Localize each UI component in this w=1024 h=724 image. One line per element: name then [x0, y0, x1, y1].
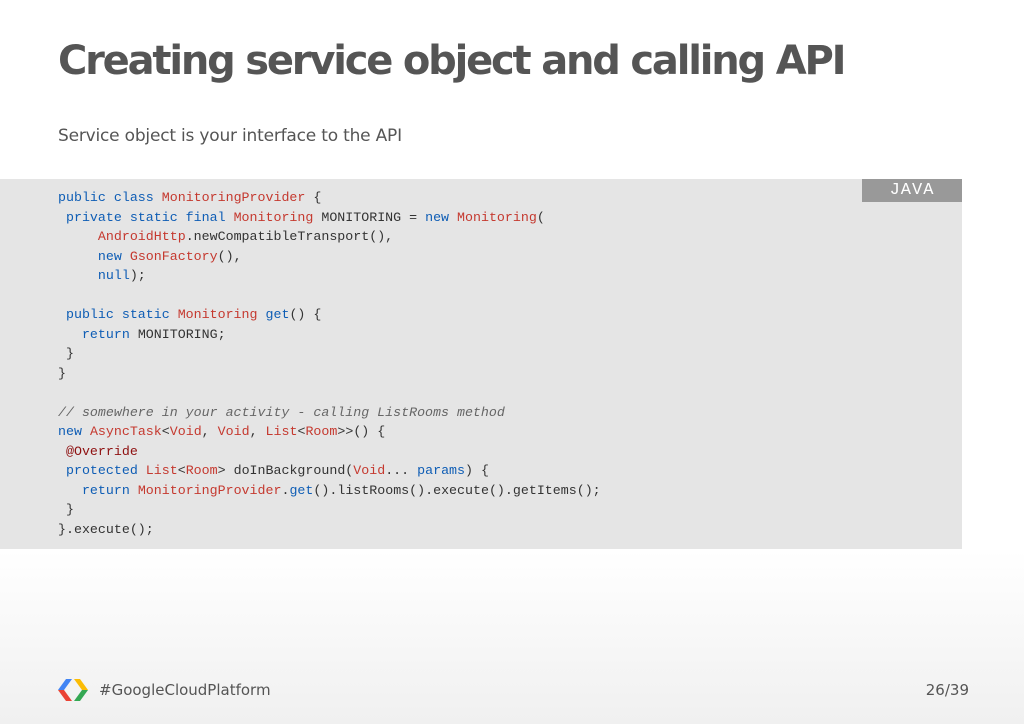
code-line-12: // somewhere in your activity - calling … [58, 404, 505, 420]
code-line-15: protected List<Room> doInBackground(Void… [65, 463, 489, 478]
code-line-7: public static Monitoring get() { [65, 307, 322, 322]
slide-subtitle: Service object is your interface to the … [58, 126, 402, 146]
code-line-3: AndroidHttp.newCompatibleTransport(), [97, 229, 394, 244]
code-line-4: new GsonFactory(), [97, 248, 242, 264]
code-listing: public class MonitoringProvider { privat… [58, 188, 601, 539]
footer-hashtag: #GoogleCloudPlatform [99, 681, 271, 699]
code-block [0, 179, 962, 549]
language-badge: JAVA [862, 179, 962, 202]
code-line-5: null); [97, 268, 146, 283]
code-line-10: } [58, 365, 66, 381]
slide-title: Creating service object and calling API [58, 38, 846, 84]
code-line-8: return MONITORING; [81, 326, 226, 342]
page-number: 26/39 [925, 681, 969, 699]
code-line-9: } [65, 346, 74, 361]
code-line-18: }.execute(); [58, 521, 154, 537]
code-line-17: } [65, 502, 74, 517]
code-line-13: new AsyncTask<Void, Void, List<Room>>() … [58, 424, 386, 439]
code-line-14: @Override [65, 443, 138, 459]
code-line-2: private static final Monitoring MONITORI… [65, 209, 545, 225]
code-line-16: return MonitoringProvider.get().listRoom… [81, 482, 601, 498]
code-line-1: public class MonitoringProvider { [58, 190, 322, 205]
google-cloud-logo-icon [58, 679, 88, 701]
